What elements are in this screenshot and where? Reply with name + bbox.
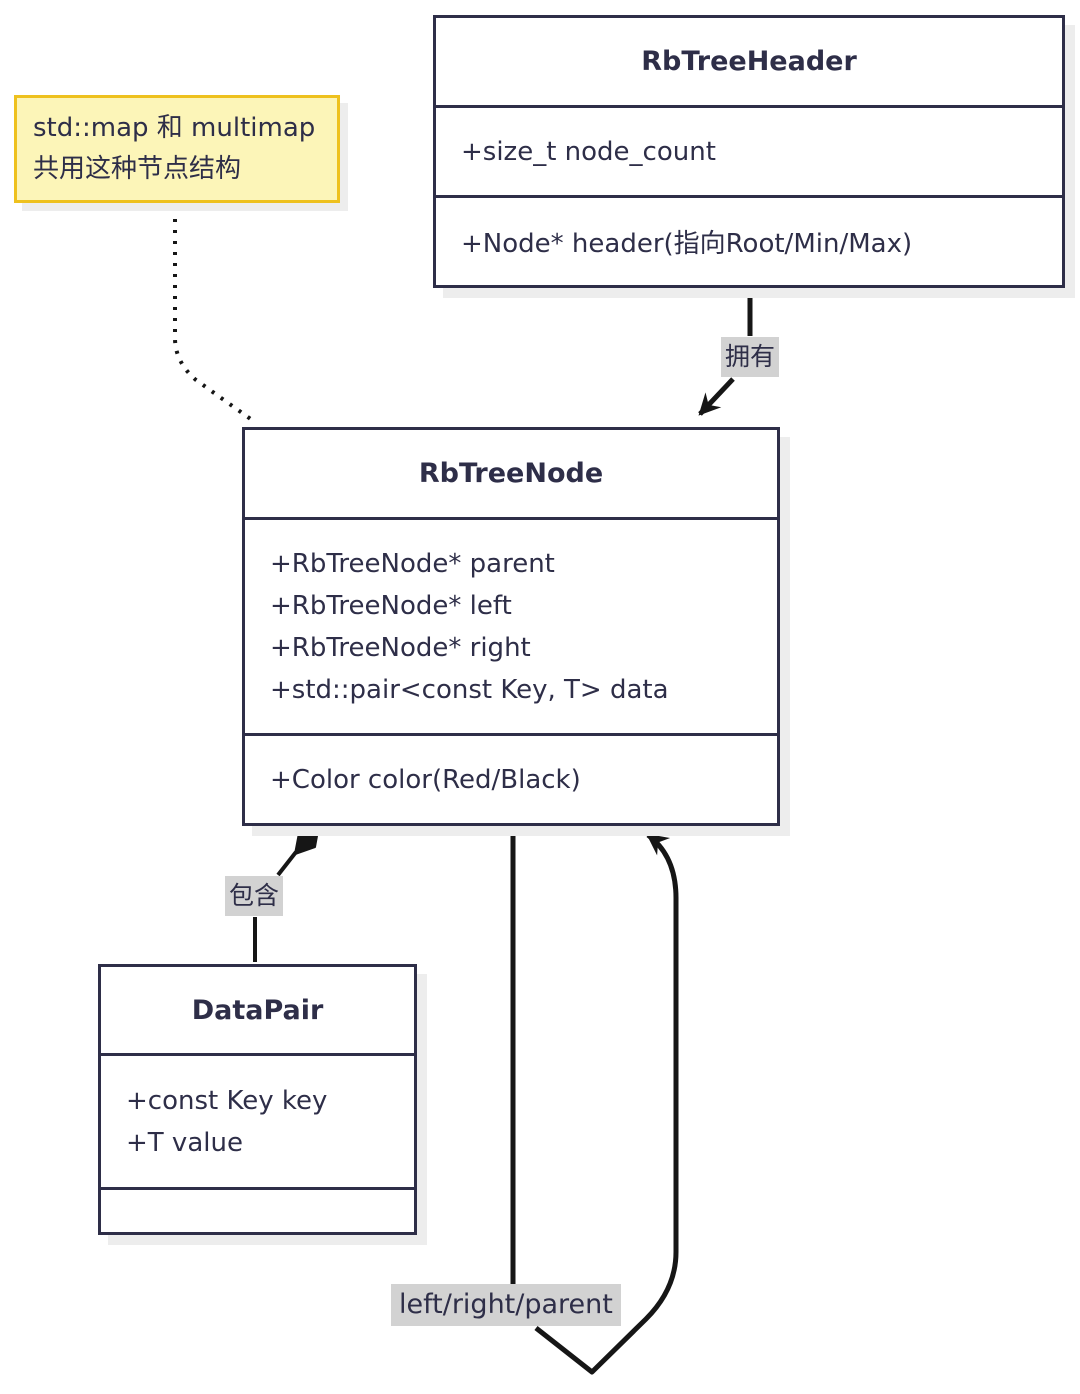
selfloop-edge-return — [534, 833, 679, 1375]
edge-label-selfloop: left/right/parent — [391, 1284, 621, 1326]
attribute-line: +std::pair<const Key, T> data — [270, 674, 669, 705]
edge-label-owns: 拥有 — [721, 337, 780, 377]
class-title: RbTreeHeader — [436, 18, 1062, 108]
method-line: +Color color(Red/Black) — [270, 764, 581, 795]
attribute-line: +T value — [126, 1127, 243, 1158]
class-title: DataPair — [101, 967, 414, 1056]
attribute-line: +RbTreeNode* left — [270, 590, 512, 621]
attribute-line: +RbTreeNode* right — [270, 632, 531, 663]
note-text-line: std::map 和 multimap — [33, 113, 316, 143]
edge-label-contains: 包含 — [225, 876, 284, 916]
attribute-line: +RbTreeNode* parent — [270, 548, 555, 579]
composition-diamond — [294, 824, 320, 855]
note-text-line: 共用这种节点结构 — [33, 154, 242, 184]
attributes-compartment: +size_t node_count — [436, 108, 1062, 198]
methods-compartment: +Color color(Red/Black) — [245, 736, 777, 823]
class-box-datapair: DataPair +const Key key +T value — [98, 964, 417, 1235]
class-title: RbTreeNode — [245, 430, 777, 520]
attributes-compartment: +RbTreeNode* parent +RbTreeNode* left +R… — [245, 520, 777, 736]
methods-compartment: +Node* header(指向Root/Min/Max) — [436, 198, 1062, 285]
attribute-line: +size_t node_count — [461, 136, 716, 167]
attributes-compartment: +const Key key +T value — [101, 1056, 414, 1190]
class-box-rbtreeheader: RbTreeHeader +size_t node_count +Node* h… — [433, 15, 1065, 288]
owns-edge-arrow — [698, 377, 735, 416]
note-box: std::map 和 multimap 共用这种节点结构 — [14, 95, 340, 203]
methods-compartment-empty — [101, 1190, 414, 1232]
class-box-rbtreenode: RbTreeNode +RbTreeNode* parent +RbTreeNo… — [242, 427, 780, 826]
attribute-line: +const Key key — [126, 1085, 328, 1116]
method-line: +Node* header(指向Root/Min/Max) — [461, 229, 913, 259]
contains-edge-upper — [276, 850, 298, 877]
note-link-edge — [173, 208, 254, 422]
